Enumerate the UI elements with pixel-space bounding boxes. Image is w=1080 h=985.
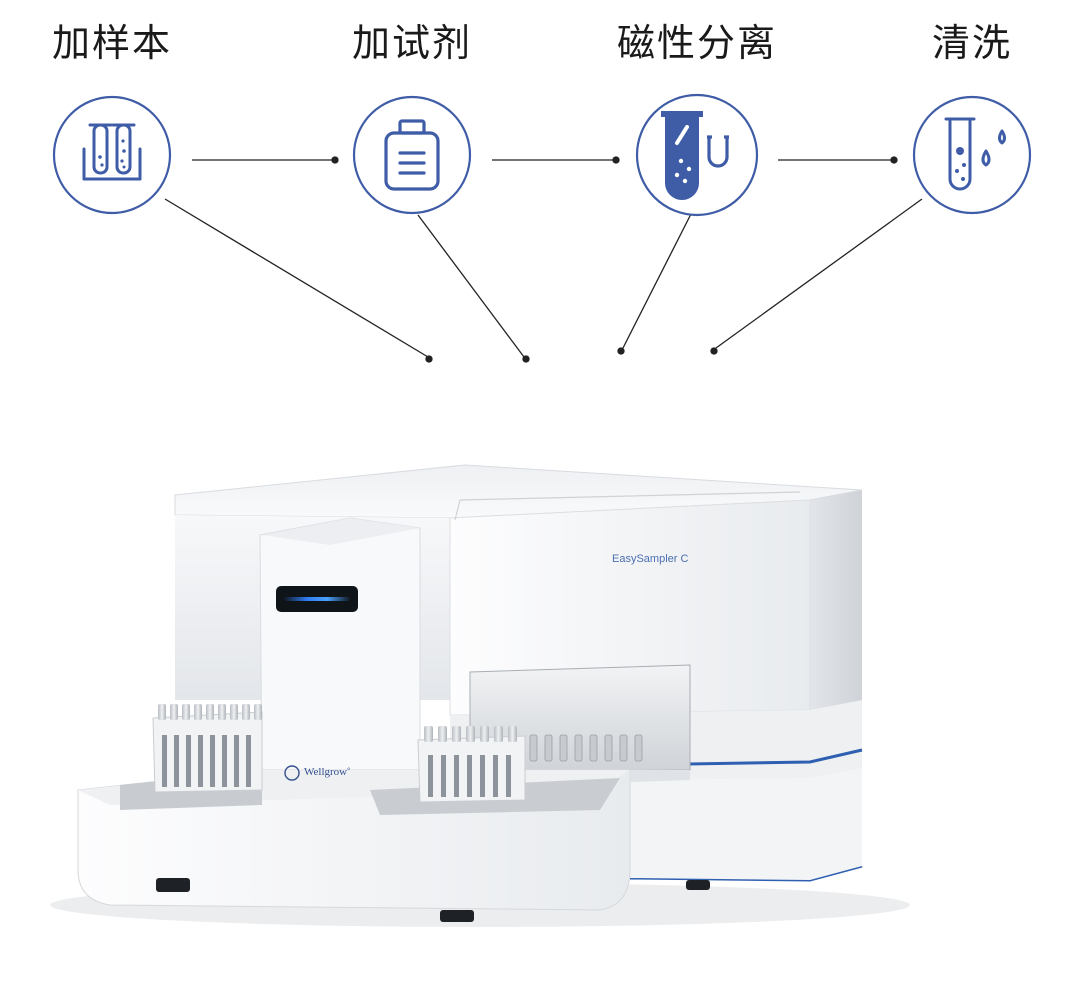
connector-dot xyxy=(612,156,620,164)
connector-dot xyxy=(331,156,339,164)
test-tubes-rack-icon xyxy=(52,95,172,215)
brand-name: Wellgrow° xyxy=(304,766,350,778)
leader-line xyxy=(164,198,429,358)
brand-mark: ° xyxy=(347,766,351,775)
leader-dot xyxy=(522,355,530,363)
step-label-wash: 清洗 xyxy=(931,21,1013,65)
leader-lines xyxy=(164,198,923,363)
washing-tube-droplets-icon xyxy=(912,95,1032,215)
step-label-magnetic-separation: 磁性分离 xyxy=(616,21,778,65)
leader-dot xyxy=(617,347,625,355)
leader-line xyxy=(622,209,694,349)
reagent-bottle-icon xyxy=(352,95,472,215)
instrument-illustration xyxy=(50,464,910,927)
instrument-model-label: EasySampler C xyxy=(612,553,689,565)
leader-dot xyxy=(710,347,718,355)
step-label-add-reagent: 加试剂 xyxy=(351,21,473,65)
magnetic-separation-icon xyxy=(635,93,759,217)
brand-name-text: Wellgrow xyxy=(304,766,348,778)
leader-line xyxy=(715,198,923,349)
leader-line xyxy=(417,214,525,358)
step-label-add-sample: 加样本 xyxy=(51,21,173,65)
flow-connectors xyxy=(192,156,898,164)
brand-logo-icon xyxy=(284,765,300,781)
leader-dot xyxy=(425,355,433,363)
connector-dot xyxy=(890,156,898,164)
